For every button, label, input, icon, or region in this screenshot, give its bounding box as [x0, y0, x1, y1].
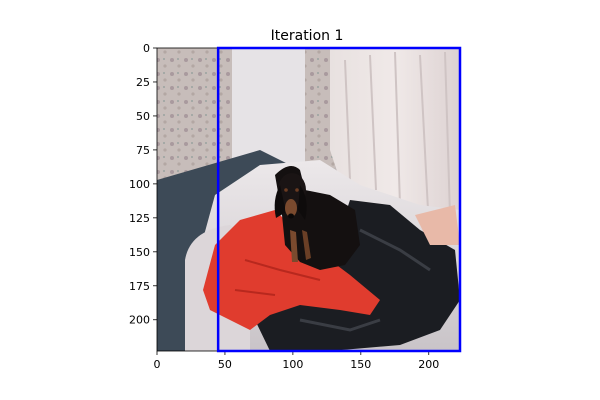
y-axis: 0 25 50 75 100 125 150 175 200	[129, 42, 157, 327]
x-axis: 0 50 100 150 200	[154, 351, 439, 371]
x-tick-label: 100	[282, 358, 303, 371]
x-tick-label: 0	[154, 358, 161, 371]
y-tick-label: 200	[129, 314, 150, 327]
chart-title: Iteration 1	[271, 28, 344, 44]
bounding-box	[216, 46, 462, 353]
x-tick-label: 200	[418, 358, 439, 371]
y-tick-label: 25	[136, 76, 150, 89]
y-tick-label: 0	[143, 42, 150, 55]
y-tick-label: 100	[129, 178, 150, 191]
y-tick-label: 175	[129, 280, 150, 293]
photograph	[157, 48, 460, 351]
y-tick-label: 75	[136, 144, 150, 157]
x-tick-label: 50	[218, 358, 232, 371]
y-tick-label: 150	[129, 246, 150, 259]
y-tick-label: 125	[129, 212, 150, 225]
y-tick-label: 50	[136, 110, 150, 123]
x-tick-label: 150	[350, 358, 371, 371]
